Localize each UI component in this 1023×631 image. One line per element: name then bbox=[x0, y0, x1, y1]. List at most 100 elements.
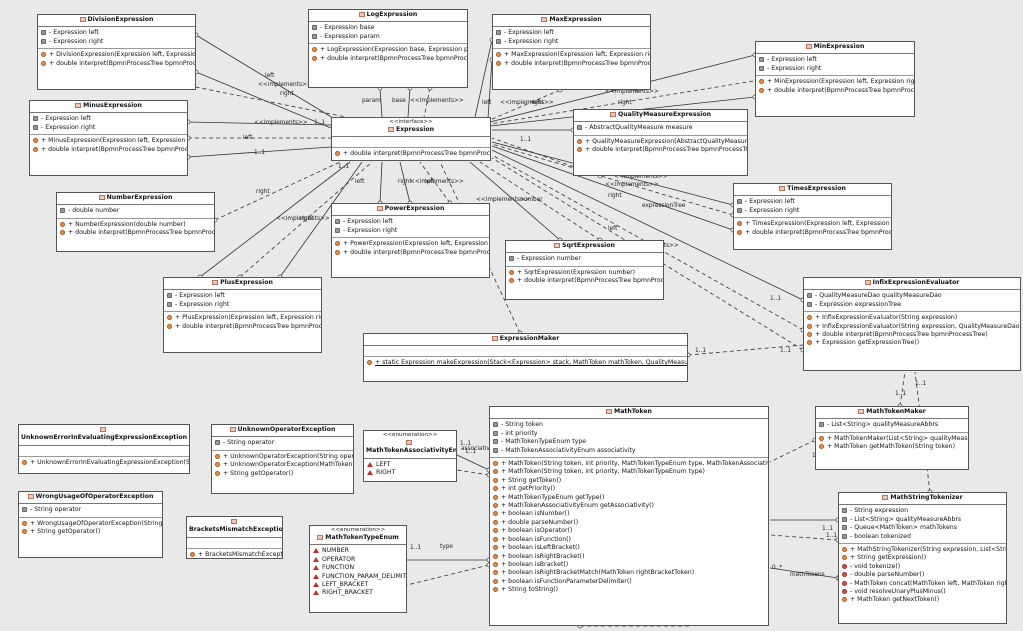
method-row-text: + UnknownErrorInEvaluatingExpressionExce… bbox=[30, 458, 190, 466]
method-row: + double interpret(BpmnProcessTree bpmnP… bbox=[737, 229, 891, 237]
method-row: + SqrtExpression(Expression number) bbox=[509, 269, 660, 277]
class-box-min-expression[interactable]: MinExpression- Expression left- Expressi… bbox=[755, 41, 915, 117]
method-row-text: + boolean isNumber() bbox=[501, 510, 570, 518]
public-method-icon bbox=[509, 278, 514, 284]
method-row: + int getPriority() bbox=[493, 485, 765, 493]
method-row: + boolean isRightBracketMatch(MathToken … bbox=[493, 569, 765, 577]
field-row-text: - String operator bbox=[30, 506, 82, 514]
class-box-expression[interactable]: <<interface>>Expression+ double interpre… bbox=[331, 117, 491, 161]
edge-label: base bbox=[392, 98, 406, 104]
class-box-sqrt-expression[interactable]: SqrtExpression- Expression number+ SqrtE… bbox=[505, 240, 664, 300]
class-box-quality-measure-expression[interactable]: QualityMeasureExpression- AbstractQualit… bbox=[573, 109, 748, 176]
method-row-text: + boolean isFunction() bbox=[501, 535, 571, 543]
field-row: - AbstractQualityMeasure measure bbox=[577, 124, 744, 132]
field-row-text: - Expression right bbox=[175, 300, 230, 308]
field-row: - Expression left bbox=[737, 198, 888, 206]
method-row-text: + PowerExpression(Expression left, Expre… bbox=[343, 240, 489, 248]
public-method-icon bbox=[22, 529, 27, 535]
field-row-text: - Expression right bbox=[343, 226, 398, 234]
class-box-plus-expression[interactable]: PlusExpression- Expression left- Express… bbox=[163, 277, 322, 353]
public-method-icon bbox=[33, 146, 38, 152]
class-box-minus-expression[interactable]: MinusExpression- Expression left- Expres… bbox=[29, 100, 188, 176]
edge-label: right bbox=[608, 193, 622, 199]
class-box-math-token[interactable]: MathToken- String token- int priority- M… bbox=[489, 406, 769, 626]
public-method-icon bbox=[493, 561, 498, 567]
method-row: + MathToken getNextToken() bbox=[842, 596, 1003, 604]
edge-label: 0..* bbox=[772, 565, 782, 571]
class-box-brackets-mismatch-exception[interactable]: BracketsMismatchException+ BracketsMisma… bbox=[186, 516, 283, 559]
public-method-icon bbox=[819, 435, 824, 441]
field-row-text: - String token bbox=[501, 421, 543, 429]
field-row: - MathTokenTypeEnum type bbox=[493, 438, 765, 446]
field-row: - List<String> qualityMeasureAbbrs bbox=[819, 421, 965, 429]
methods-section: + MinusExpression(Expression left, Expre… bbox=[30, 135, 187, 156]
public-method-icon bbox=[493, 469, 498, 475]
class-name: MathTokenAssociativityEnum bbox=[366, 447, 457, 455]
public-method-icon bbox=[807, 340, 812, 346]
class-box-number-expression[interactable]: NumberExpression- double number+ NumberE… bbox=[56, 192, 215, 252]
dependency-edge bbox=[423, 87, 431, 118]
class-name: BracketsMismatchException bbox=[189, 526, 283, 534]
class-header: MathTokenMaker bbox=[816, 407, 968, 420]
class-box-unknown-operator-exception[interactable]: UnknownOperatorException- String operato… bbox=[211, 424, 354, 494]
class-box-math-token-associativity-enum[interactable]: <<enumeration>>MathTokenAssociativityEnu… bbox=[363, 430, 457, 482]
public-method-icon bbox=[167, 315, 172, 321]
public-method-icon bbox=[496, 52, 501, 58]
method-row-text: + double interpret(BpmnProcessTree bpmnP… bbox=[41, 145, 188, 153]
class-box-log-expression[interactable]: LogExpression- Expression base- Expressi… bbox=[308, 9, 468, 88]
class-box-unknown-error-in-evaluating-expression-exception[interactable]: UnknownErrorInEvaluatingExpressionExcept… bbox=[18, 424, 190, 474]
class-name: Expression bbox=[395, 126, 435, 133]
class-box-power-expression[interactable]: PowerExpression- Expression left- Expres… bbox=[331, 203, 490, 278]
class-box-math-string-tokenizer[interactable]: MathStringTokenizer- String expression- … bbox=[838, 492, 1007, 624]
method-row-text: + int getPriority() bbox=[501, 485, 556, 493]
public-method-icon bbox=[22, 459, 27, 465]
class-box-times-expression[interactable]: TimesExpression- Expression left- Expres… bbox=[733, 183, 892, 250]
field-icon bbox=[493, 422, 498, 428]
association-edge bbox=[379, 161, 383, 204]
class-icon bbox=[230, 519, 237, 524]
class-icon bbox=[100, 427, 106, 432]
edge-label: 1..1 bbox=[826, 533, 837, 539]
field-row-text: - Expression expressionTree bbox=[815, 300, 902, 308]
dependency-edge bbox=[769, 534, 839, 541]
enum-literal-icon bbox=[313, 548, 319, 554]
class-box-wrong-usage-of-operator-exception[interactable]: WrongUsageOfOperatorException- String op… bbox=[18, 491, 163, 558]
method-row-text: + UnknownOperatorException(String operat… bbox=[223, 452, 354, 460]
private-method-icon bbox=[842, 589, 847, 595]
class-name: MathTokenTypeEnum bbox=[325, 534, 399, 541]
method-row-text: + TimesExpression(Expression left, Expre… bbox=[745, 220, 891, 228]
edge-label: left bbox=[243, 135, 253, 141]
field-row-text: - int priority bbox=[501, 429, 538, 437]
field-row-text: - List<String> qualityMeasureAbbrs bbox=[827, 421, 939, 429]
edge-label: 1..1 bbox=[314, 120, 325, 126]
class-icon bbox=[858, 409, 865, 414]
class-icon bbox=[779, 186, 786, 191]
field-icon bbox=[493, 439, 498, 445]
method-row-text: + double interpret(BpmnProcessTree bpmnP… bbox=[815, 331, 988, 339]
field-row: - Expression right bbox=[496, 38, 647, 46]
association-edge bbox=[469, 161, 561, 241]
class-name: TimesExpression bbox=[787, 185, 846, 192]
method-row: + UnknownErrorInEvaluatingExpressionExce… bbox=[22, 459, 189, 467]
method-row-text: + String toString() bbox=[501, 586, 559, 594]
public-method-icon bbox=[367, 360, 372, 366]
method-row-text: + MathToken(String token, int priority, … bbox=[501, 468, 705, 476]
field-row: - Expression expressionTree bbox=[807, 301, 1017, 309]
methods-section: + QualityMeasureExpression(AbstractQuali… bbox=[574, 136, 747, 157]
class-box-expression-maker[interactable]: ExpressionMaker+ static Expression makeE… bbox=[363, 333, 688, 382]
method-row: + String getExpression() bbox=[842, 554, 1003, 562]
class-box-infix-expression-evaluator[interactable]: InfixExpressionEvaluator- QualityMeasure… bbox=[803, 277, 1021, 371]
edge-label: <<implements>> bbox=[410, 98, 464, 104]
field-row: - MathTokenAssociativityEnum associativi… bbox=[493, 447, 765, 455]
class-box-division-expression[interactable]: DivisionExpression- Expression left- Exp… bbox=[37, 14, 196, 90]
class-box-math-token-maker[interactable]: MathTokenMaker- List<String> qualityMeas… bbox=[815, 406, 969, 470]
field-row-text: - Expression base bbox=[320, 24, 375, 32]
enum-literal: RIGHT_BRACKET bbox=[313, 589, 403, 597]
field-icon bbox=[312, 33, 317, 39]
edge-label: expressionTree bbox=[642, 203, 686, 209]
class-box-max-expression[interactable]: MaxExpression- Expression left- Expressi… bbox=[492, 14, 651, 90]
method-row-text: + double parseNumber() bbox=[501, 518, 579, 526]
